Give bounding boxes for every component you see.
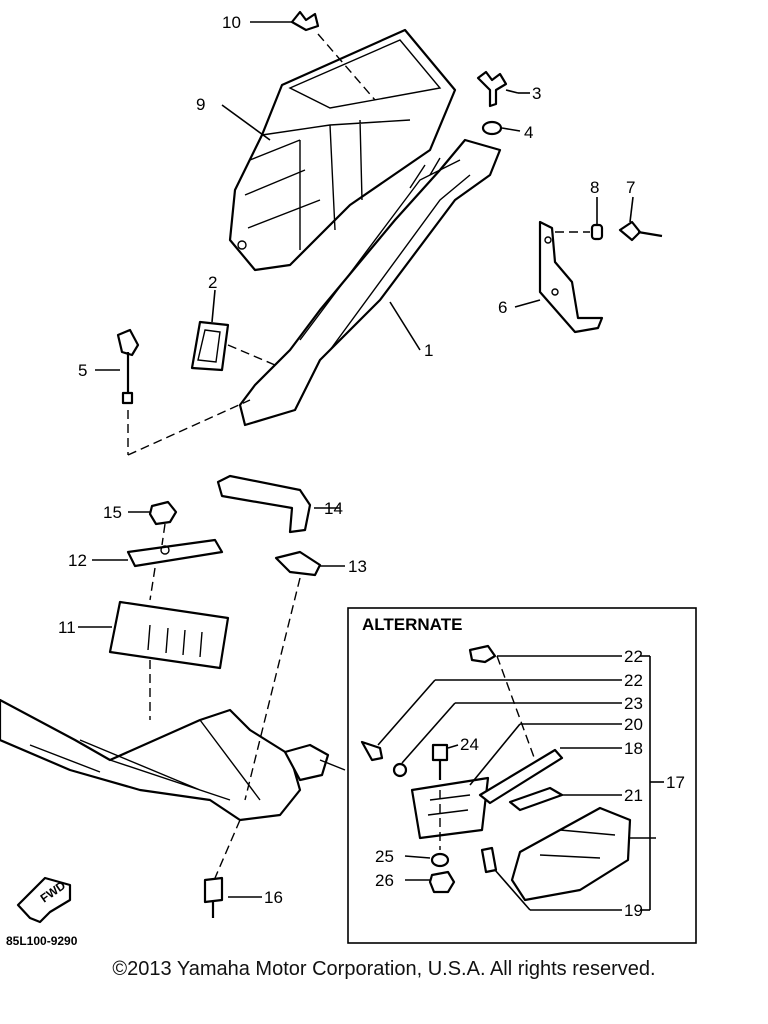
callout-19: 19 [624,901,643,920]
part-22-screw [468,644,497,664]
part-11-box [108,600,230,670]
callout-14: 14 [324,499,343,518]
callout-17: 17 [666,773,685,792]
callout-20: 20 [624,715,643,734]
part-8-collar [590,223,604,241]
part-5-bolt [116,328,140,405]
part-24-bolt [431,743,449,762]
callout-5: 5 [78,361,87,380]
part-22b-screw [360,740,384,762]
callout-2: 2 [208,273,217,292]
callout-labels: 10 3 4 9 8 7 2 6 1 5 15 14 12 13 11 16 2… [58,13,685,920]
callout-1: 1 [424,341,433,360]
callout-22b: 22 [624,671,643,690]
callout-12: 12 [68,551,87,570]
copyright-notice: ©2013 Yamaha Motor Corporation, U.S.A. A… [112,958,656,980]
callout-18: 18 [624,739,643,758]
part-19-box [510,806,632,902]
part-12-plate [126,538,224,568]
alternate-title: ALTERNATE [362,615,462,634]
part-3-wing-bolt [476,70,508,108]
part-14-bracket [216,474,312,534]
callout-25: 25 [375,847,394,866]
fwd-arrow-icon: FWD [16,876,72,924]
part-9-air-box [228,28,457,272]
callout-13: 13 [348,557,367,576]
part-13-clip [274,550,322,577]
callout-9: 9 [196,95,205,114]
part-21-clip [508,786,564,812]
callout-4: 4 [524,123,533,142]
part-20-plate [410,776,490,840]
callout-10: 10 [222,13,241,32]
part-4-washer [481,120,503,136]
callout-15: 15 [103,503,122,522]
callout-21: 21 [624,786,643,805]
callout-23: 23 [624,694,643,713]
callout-11: 11 [58,618,76,637]
callout-24: 24 [460,735,479,754]
part-18-strip [478,748,564,805]
part-2-gasket [190,320,230,372]
part-23-washer [392,762,408,778]
callout-7: 7 [626,178,635,197]
callout-3: 3 [532,84,541,103]
main-leader-lines [78,21,634,898]
callout-8: 8 [590,178,599,197]
callout-16: 16 [264,888,283,907]
alternate-inset: ALTERNATE [347,607,697,944]
callout-6: 6 [498,298,507,317]
part-26-nut [428,870,456,894]
part-16-bolt [203,876,224,918]
callout-26: 26 [375,871,394,890]
part-6-bracket [538,220,604,334]
part-25-washer [430,852,450,868]
part-1-duct [238,138,502,427]
part-10-wing-bolt [290,10,320,32]
frame [0,698,346,822]
diagram-code: 85L100-9290 [6,934,78,948]
part-7-screw [618,220,663,242]
part-15-nut [148,500,178,526]
callout-22a: 22 [624,647,643,666]
